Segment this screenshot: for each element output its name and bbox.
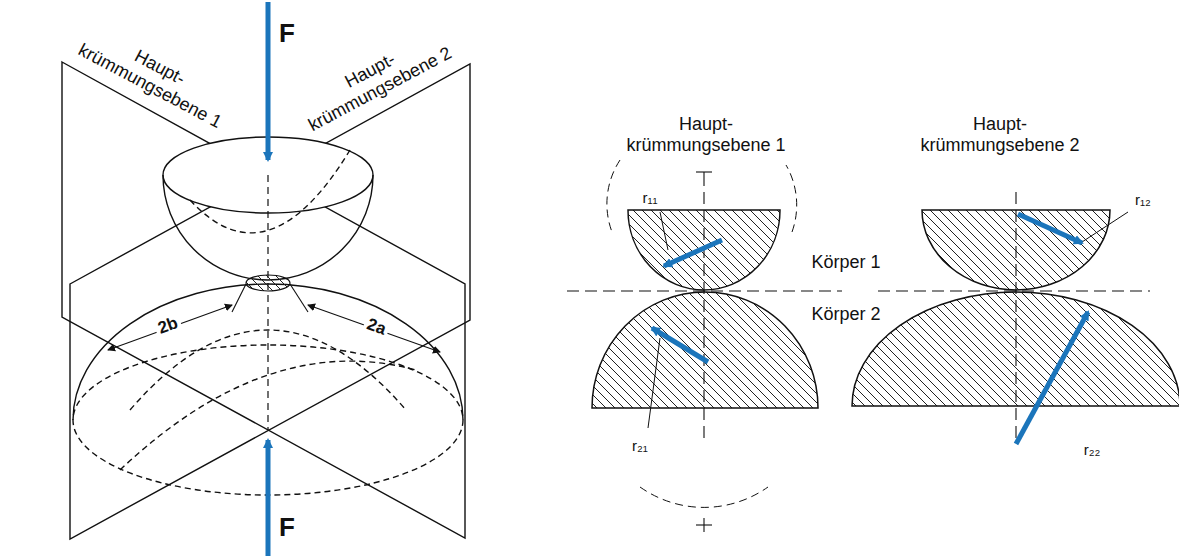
force-arrows: [266, 2, 271, 556]
force-label: F: [279, 19, 295, 49]
radius-label: r₁₁: [642, 189, 657, 206]
radius-label: r₁₂: [1135, 191, 1151, 208]
section-title: Haupt- krümmungsebene 1: [616, 114, 796, 155]
dimension-label: 2a: [361, 314, 391, 341]
radius-label: r₂₁: [632, 437, 648, 454]
section-plane-1: [567, 160, 842, 532]
plane-label: Haupt- krümmungsebene 1: [66, 16, 244, 137]
dimension-lines: [108, 284, 440, 352]
axis: [246, 175, 290, 430]
body-label: Körper 2: [811, 304, 880, 325]
dimension-label: 2b: [153, 312, 184, 339]
section-title: Haupt- krümmungsebene 2: [910, 114, 1090, 155]
radius-label: r₂₂: [1084, 441, 1101, 458]
section-plane-2: [852, 192, 1179, 444]
body-label: Körper 1: [811, 252, 880, 273]
force-label: F: [279, 513, 295, 543]
plane-label: Haupt- krümmungsebene 2: [286, 19, 464, 140]
